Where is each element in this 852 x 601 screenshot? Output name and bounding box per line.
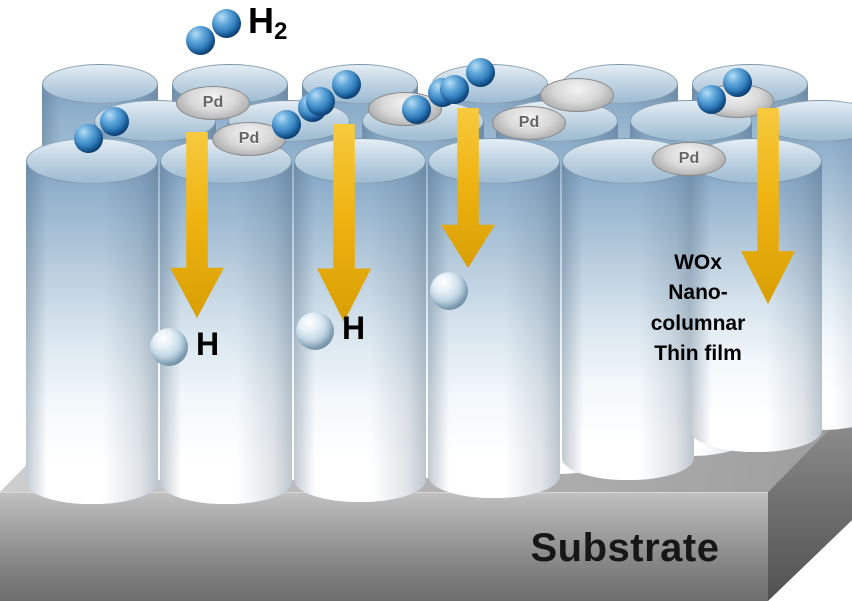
h2-atom-sphere <box>186 26 215 55</box>
nano-column-top <box>428 138 560 184</box>
h2-atom-sphere <box>466 58 495 87</box>
pd-cap-label: Pd <box>202 94 224 111</box>
h2-atom-sphere <box>332 70 361 99</box>
h2-atom-sphere <box>100 107 129 136</box>
pd-cap-label: Pd <box>518 114 540 131</box>
h2-atom-sphere <box>697 85 726 114</box>
h2-atom-sphere <box>212 9 241 38</box>
nano-column <box>428 138 560 498</box>
h-atom-label: H <box>196 326 220 362</box>
h-atom-sphere <box>430 272 468 310</box>
pd-cap: Pd <box>492 106 566 140</box>
h2-atom-sphere <box>306 87 335 116</box>
h2-molecule-label: H2 <box>248 0 288 45</box>
nano-column <box>160 138 292 504</box>
h2-molecule <box>306 70 361 116</box>
h2-atom-sphere <box>74 124 103 153</box>
wox-label-line: columnar <box>650 311 746 335</box>
nano-column-top <box>294 138 426 184</box>
nano-column-top <box>42 64 158 104</box>
nano-column <box>562 138 694 480</box>
h2-atom-sphere <box>402 95 431 124</box>
pd-cap <box>540 78 614 112</box>
nano-column-body <box>562 161 694 480</box>
nano-column <box>26 138 158 504</box>
wox-label-line: Nano- <box>668 281 728 305</box>
h2-molecule <box>440 58 495 104</box>
nano-column-body <box>428 161 560 498</box>
substrate-front-face <box>0 492 768 601</box>
wox-label-line: Thin film <box>654 342 742 366</box>
h-atom-label: H <box>342 310 366 346</box>
h2-label-main: H <box>248 0 274 41</box>
h2-label-subscript: 2 <box>274 18 288 45</box>
h2-atom-sphere <box>272 110 301 139</box>
substrate-label: Substrate <box>530 526 720 570</box>
pd-cap-label: Pd <box>678 150 700 167</box>
h2-atom-sphere <box>440 75 469 104</box>
h2-molecule <box>697 68 752 114</box>
nano-column-body <box>26 161 158 504</box>
h-atom-sphere <box>296 312 334 350</box>
nano-column-body <box>690 161 822 452</box>
pd-cap: Pd <box>652 142 726 176</box>
wox-label-line: WOx <box>674 251 722 274</box>
h-atom-sphere <box>150 328 188 366</box>
pd-cap-label: Pd <box>238 130 260 147</box>
pd-cap: Pd <box>176 86 250 120</box>
h2-molecule <box>186 9 241 55</box>
wox-film-label: WOx Nano- columnar Thin film <box>628 248 768 370</box>
h2-atom-sphere <box>723 68 752 97</box>
h2-molecule <box>74 107 129 153</box>
